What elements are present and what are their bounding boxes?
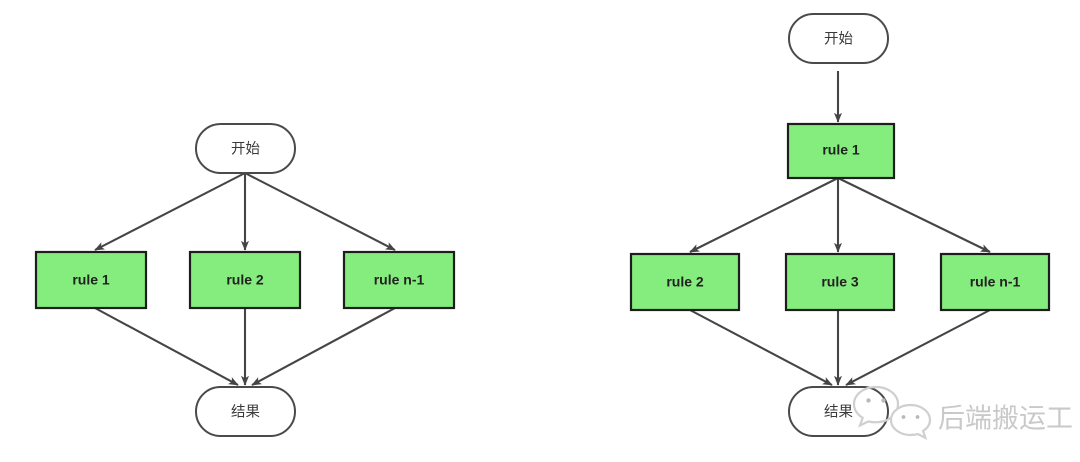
edge-start-to-rule-n-1 — [244, 172, 396, 251]
left-flowchart: 开始 rule 1 rule 2 rule n-1 结果 — [34, 123, 456, 437]
edge-rule-1-to-rule-n-1 — [837, 177, 991, 253]
node-rule-1[interactable]: rule 1 — [786, 122, 896, 180]
node-rule-2[interactable]: rule 2 — [629, 252, 741, 312]
edge-rule-1-to-result — [94, 307, 239, 386]
node-rule-3-label: rule 3 — [821, 274, 859, 290]
node-result[interactable]: 结果 — [788, 386, 889, 437]
node-result-shape — [195, 386, 296, 437]
node-start[interactable]: 开始 — [195, 123, 296, 174]
edge-rule-1-to-rule-2 — [689, 177, 839, 253]
watermark-text: 后端搬运工 — [938, 404, 1073, 435]
node-rule-1-shape — [786, 122, 896, 180]
node-result-label: 结果 — [231, 404, 260, 421]
node-rule-2[interactable]: rule 2 — [188, 250, 302, 310]
node-rule-n-1-label: rule n-1 — [374, 272, 425, 288]
node-rule-2-label: rule 2 — [226, 272, 264, 288]
node-rule-1[interactable]: rule 1 — [34, 250, 148, 310]
node-rule-3-shape — [784, 252, 896, 312]
node-rule-2-shape — [629, 252, 741, 312]
node-start[interactable]: 开始 — [788, 13, 889, 64]
wechat-icon — [852, 385, 932, 440]
node-start-label: 开始 — [231, 141, 260, 158]
node-start-label: 开始 — [824, 31, 853, 48]
node-rule-2-shape — [188, 250, 302, 310]
node-start-shape — [788, 13, 889, 64]
edge-rule-n-1-to-result — [845, 309, 991, 386]
watermark: 后端搬运工 — [852, 385, 1073, 440]
edge-rule-2-to-result — [689, 309, 833, 386]
node-result-label: 结果 — [824, 404, 853, 421]
node-rule-3[interactable]: rule 3 — [784, 252, 896, 312]
node-rule-n-1-label: rule n-1 — [970, 274, 1021, 290]
node-rule-1-label: rule 1 — [72, 272, 110, 288]
node-result[interactable]: 结果 — [195, 386, 296, 437]
node-rule-1-shape — [34, 250, 148, 310]
node-start-shape — [195, 123, 296, 174]
node-rule-n-1-shape — [939, 252, 1051, 312]
node-rule-n-1[interactable]: rule n-1 — [342, 250, 456, 310]
edge-start-to-rule-1 — [94, 172, 246, 251]
edge-rule-n-1-to-result — [251, 307, 396, 386]
right-flowchart: 开始 rule 1 rule 2 rule 3 rule n-1 结果 — [629, 13, 1051, 437]
node-rule-n-1[interactable]: rule n-1 — [939, 252, 1051, 312]
node-rule-n-1-shape — [342, 250, 456, 310]
node-rule-2-label: rule 2 — [666, 274, 704, 290]
node-rule-1-label: rule 1 — [822, 142, 860, 158]
